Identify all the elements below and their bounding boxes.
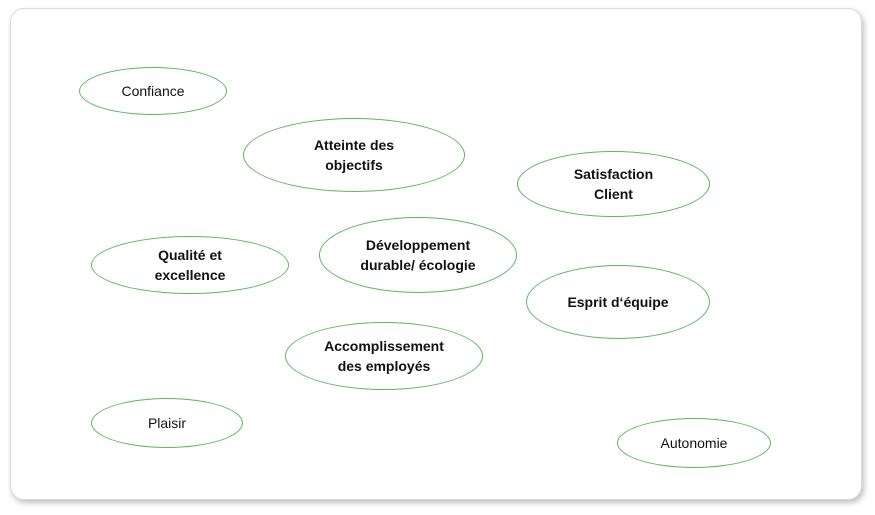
bubble-label: Plaisir <box>147 414 187 431</box>
bubble-plaisir: Plaisir <box>91 398 243 448</box>
bubble-label: Développement durable/ écologie <box>360 236 476 273</box>
bubble-label: Accomplissement des employés <box>324 337 444 374</box>
bubble-autonomie: Autonomie <box>617 418 771 468</box>
bubble-qualite-et-excellence: Qualité et excellence <box>91 236 289 294</box>
bubble-label: Qualité et excellence <box>154 246 226 283</box>
bubble-esprit-equipe: Esprit d‘équipe <box>526 265 710 339</box>
bubble-atteinte-des-objectifs: Atteinte des objectifs <box>243 118 465 192</box>
bubble-label: Esprit d‘équipe <box>567 293 669 310</box>
bubble-label: Atteinte des objectifs <box>313 136 395 173</box>
bubble-developpement-durable: Développement durable/ écologie <box>319 217 517 293</box>
bubble-label: Satisfaction Client <box>573 165 654 202</box>
bubble-satisfaction-client: Satisfaction Client <box>517 151 710 217</box>
bubble-accomplissement-des-employes: Accomplissement des employés <box>285 322 483 390</box>
diagram-canvas: Confiance Atteinte des objectifs Satisfa… <box>10 8 862 500</box>
bubble-label: Confiance <box>121 82 185 99</box>
bubble-label: Autonomie <box>660 434 728 451</box>
bubble-confiance: Confiance <box>79 67 227 115</box>
